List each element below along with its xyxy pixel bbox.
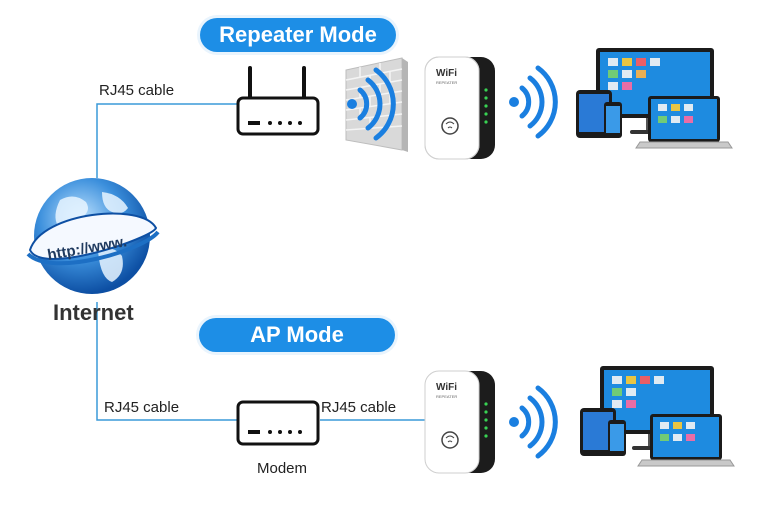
devices-cluster-icon-bottom bbox=[580, 366, 735, 467]
modem-label: Modem bbox=[257, 460, 308, 477]
ap-mode-title: AP Mode bbox=[199, 318, 395, 352]
router-icon bbox=[236, 66, 320, 136]
line-internet-to-modem bbox=[96, 302, 238, 421]
repeater-sub-text: REPEATER bbox=[436, 80, 458, 85]
repeater-brand-text: WiFi bbox=[436, 68, 458, 79]
devices-cluster-icon-top bbox=[576, 48, 733, 149]
modem-icon bbox=[236, 400, 320, 446]
wifi-signal-icon-ap bbox=[509, 385, 558, 459]
repeater-device-icon bbox=[424, 370, 495, 474]
wifi-signal-icon-repeater bbox=[509, 65, 558, 139]
globe-icon bbox=[26, 178, 160, 294]
wifi-repeater-device-top: WiFi REPEATER bbox=[424, 56, 496, 160]
repeater-mode-title: Repeater Mode bbox=[200, 18, 396, 52]
wifi-signal-icon-wall bbox=[347, 67, 396, 141]
repeater-device-icon bbox=[424, 56, 495, 160]
repeater-sub-text: REPEATER bbox=[436, 394, 458, 399]
repeater-cable-label: RJ45 cable bbox=[99, 82, 175, 99]
ap-cable-right-label: RJ45 cable bbox=[321, 399, 397, 416]
repeater-brand-text: WiFi bbox=[436, 382, 458, 393]
wifi-repeater-device-bottom: WiFi REPEATER bbox=[424, 370, 496, 474]
line-internet-to-router bbox=[96, 103, 238, 178]
ap-cable-left-label: RJ45 cable bbox=[104, 399, 180, 416]
internet-label: Internet bbox=[53, 300, 134, 325]
